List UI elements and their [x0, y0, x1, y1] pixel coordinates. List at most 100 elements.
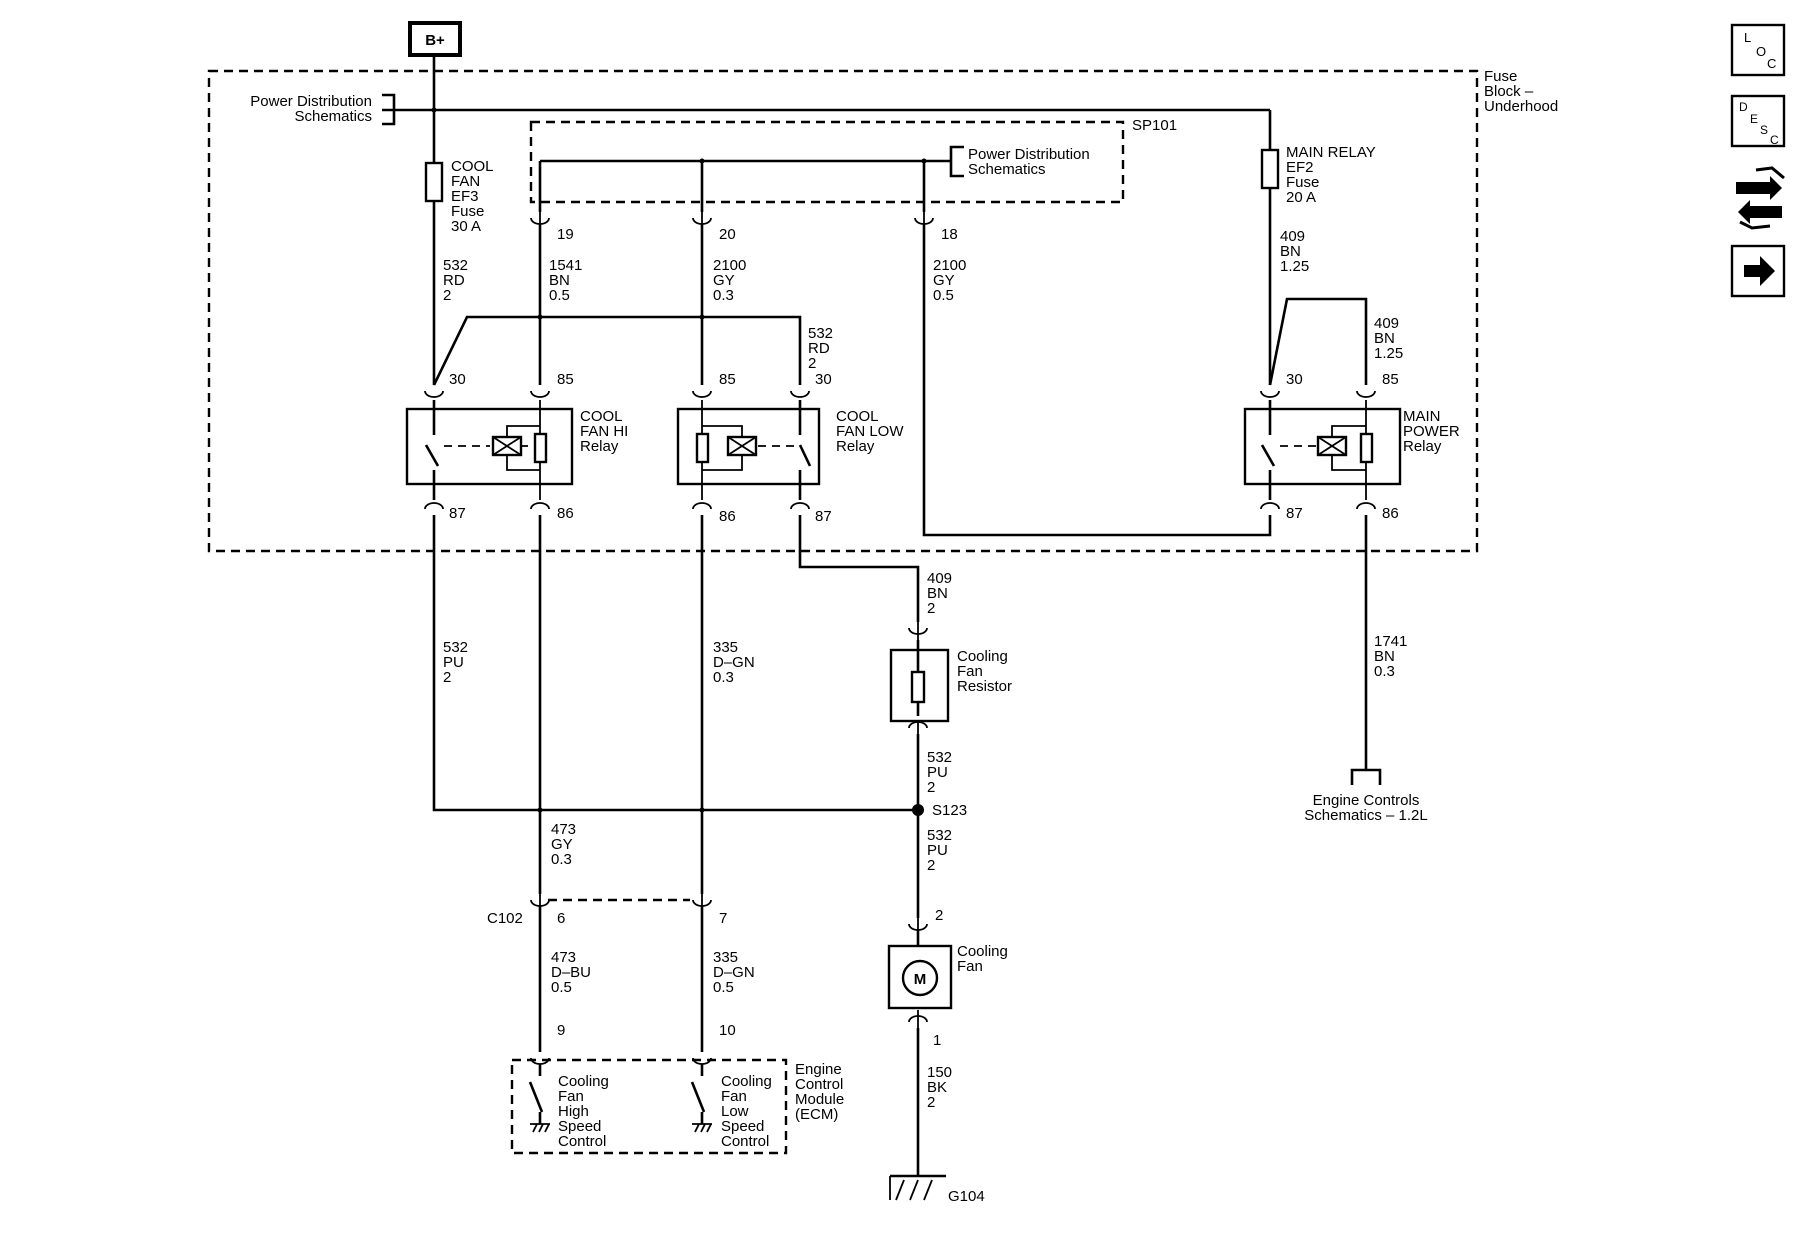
label-line: 0.5 [933, 287, 954, 304]
label-line: GY [933, 272, 955, 289]
label-line: 2 [927, 779, 935, 796]
label-line: COOL [580, 408, 623, 425]
desc-letter-c: C [1770, 133, 1779, 147]
pin-c102-6: 6 [557, 910, 565, 927]
loc-button[interactable]: L O C [1730, 23, 1786, 77]
splice-s123-dot [912, 804, 924, 816]
label-line: 409 [1280, 228, 1305, 245]
pin-hi-87: 87 [449, 505, 466, 522]
label-line: GY [551, 836, 573, 853]
label-line: (ECM) [795, 1106, 838, 1123]
junction-dot [699, 314, 705, 320]
pin-lo-87: 87 [815, 508, 832, 525]
label-line: 150 [927, 1064, 952, 1081]
label-line: 2100 [713, 257, 746, 274]
cooling-fan-resistor [889, 640, 950, 723]
sp101-label: SP101 [1132, 117, 1177, 134]
label-line: Schematics – 1.2L [1304, 807, 1427, 824]
label-line: 473 [551, 821, 576, 838]
label-line: Engine Controls [1313, 792, 1420, 809]
label-line: EF3 [451, 188, 479, 205]
fuse-block-outline [207, 69, 1479, 553]
label-line: GY [713, 272, 735, 289]
label-line: High [558, 1103, 589, 1120]
desc-letter-e: E [1750, 112, 1758, 126]
label-line: 2 [443, 287, 451, 304]
label-line: Fan [721, 1088, 747, 1105]
label-line: Fuse [451, 203, 484, 220]
label-line: COOL [451, 158, 494, 175]
label-line: 2100 [933, 257, 966, 274]
label-line: RD [808, 340, 830, 357]
next-page-button[interactable] [1730, 244, 1786, 298]
label-line: RD [443, 272, 465, 289]
label-line: Cooling [957, 648, 1008, 665]
label-line: BN [927, 585, 948, 602]
splice-s123-label: S123 [932, 802, 967, 819]
label-line: FAN [451, 173, 480, 190]
label-line: 335 [713, 949, 738, 966]
label-line: PU [927, 842, 948, 859]
label-line: Cooling [721, 1073, 772, 1090]
pin-hi-86: 86 [557, 505, 574, 522]
label-line: 0.3 [551, 851, 572, 868]
pin-ecm-10: 10 [719, 1022, 736, 1039]
label-line: 0.5 [551, 979, 572, 996]
label-line: 2 [927, 857, 935, 874]
junction-dot [537, 314, 543, 320]
cool-fan-low-relay [676, 400, 821, 500]
pin-fan-1: 1 [933, 1032, 941, 1049]
label-line: 1.25 [1374, 345, 1403, 362]
loc-letter-o: O [1756, 44, 1766, 59]
label-line: Relay [580, 438, 619, 455]
ecm-outline [510, 1058, 788, 1155]
engine-controls-ref-bracket [1350, 768, 1382, 785]
power-distribution-ref-bracket-inner [924, 145, 964, 178]
label-line: 532 [927, 749, 952, 766]
ground-g104-icon [889, 1174, 946, 1201]
label-line: 0.3 [713, 287, 734, 304]
pin-mp-87: 87 [1286, 505, 1303, 522]
label-line: BN [1374, 330, 1395, 347]
arrow-right-icon [1744, 256, 1775, 286]
pin-lo-85: 85 [719, 371, 736, 388]
label-line: 2 [927, 1094, 935, 1111]
label-line: COOL [836, 408, 879, 425]
label-line: 2 [927, 600, 935, 617]
label-line: BK [927, 1079, 947, 1096]
label-line: 2 [443, 669, 451, 686]
ground-g104-label: G104 [948, 1188, 985, 1205]
label-line: 2 [808, 355, 816, 372]
junction-dot [699, 158, 705, 164]
connector-icon[interactable] [1736, 166, 1785, 230]
label-line: 1741 [1374, 633, 1407, 650]
label-line: BN [1374, 648, 1395, 665]
label-line: Speed [721, 1118, 764, 1135]
label-line: Engine [795, 1061, 842, 1078]
label-line: Fuse [1484, 68, 1517, 85]
label-line: D–GN [713, 654, 755, 671]
pin-c102-7: 7 [719, 910, 727, 927]
desc-button[interactable]: D E S C [1730, 94, 1786, 148]
label-line: FAN HI [580, 423, 628, 440]
main-power-relay [1243, 400, 1402, 500]
